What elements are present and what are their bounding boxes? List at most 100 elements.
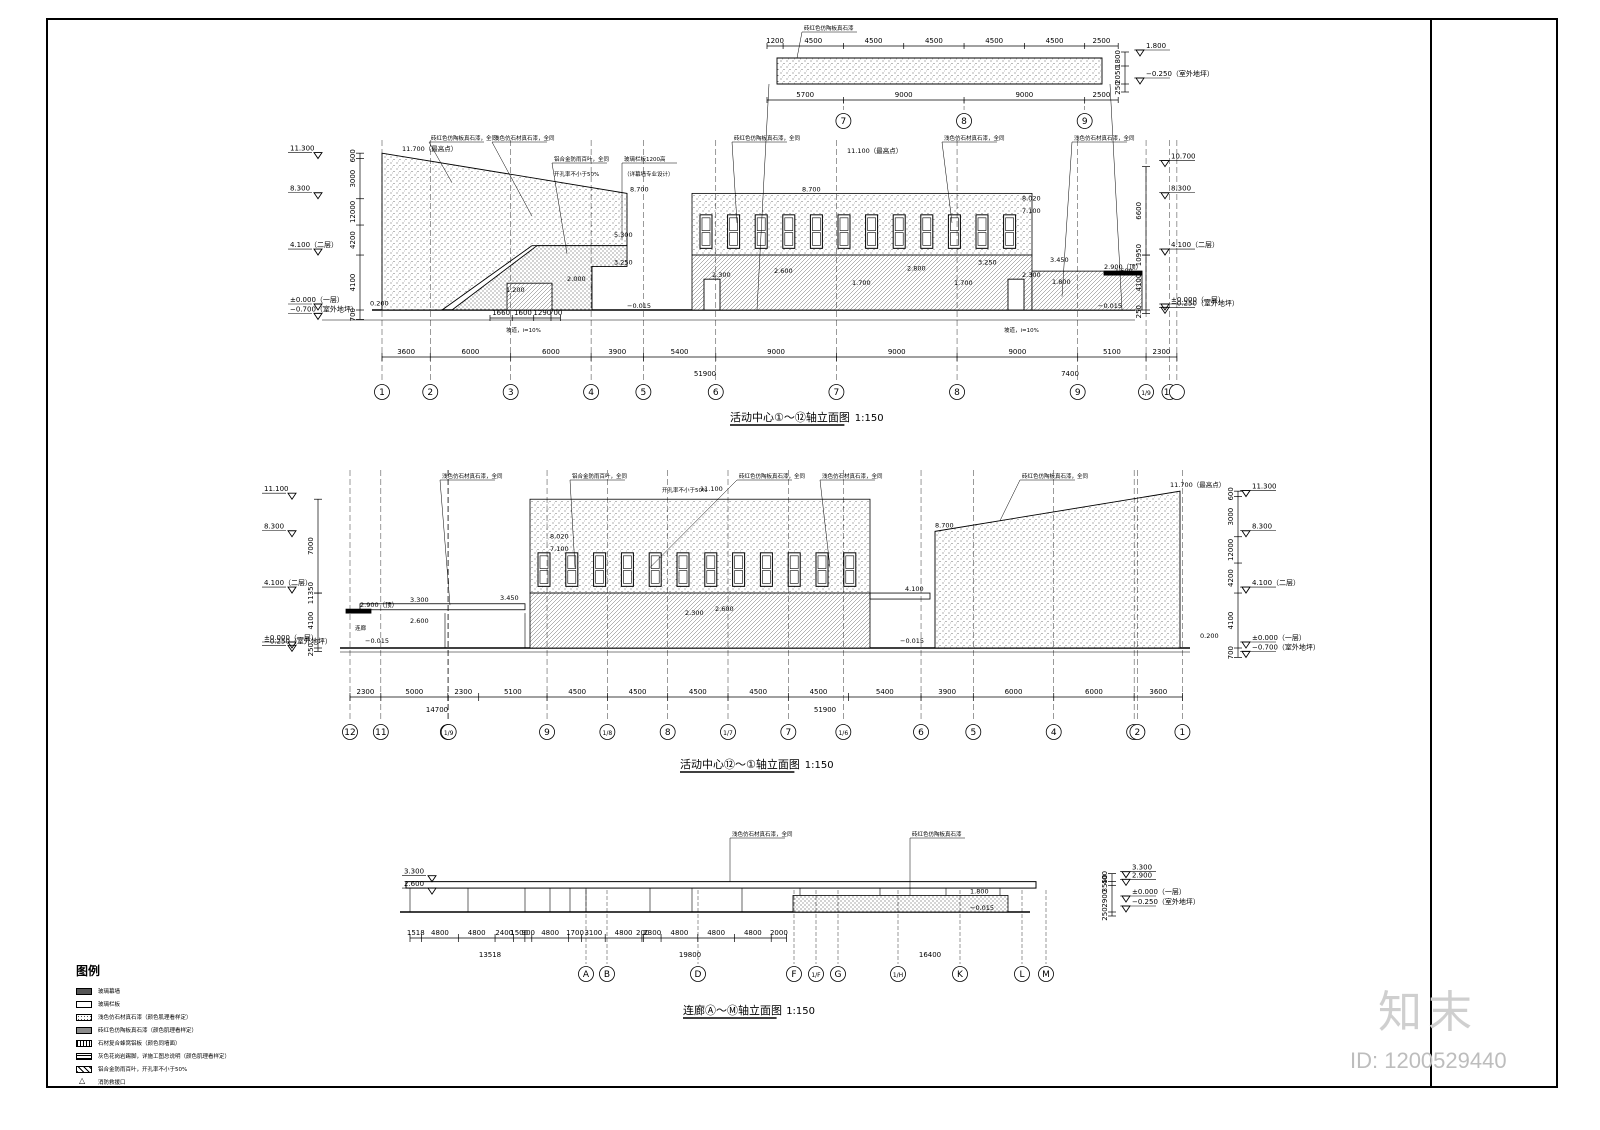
note-leader xyxy=(999,479,1021,521)
axis-label: D xyxy=(695,970,702,980)
window xyxy=(947,214,961,249)
level-value: 2.600 xyxy=(1114,267,1133,275)
window xyxy=(676,552,690,587)
axis-label: 2 xyxy=(1135,728,1141,738)
window-pane xyxy=(539,555,549,569)
level-value: 11.100 xyxy=(700,485,723,493)
corridor-elevation xyxy=(1031,270,1143,311)
window xyxy=(892,214,906,249)
axis-bubble xyxy=(835,724,852,740)
note-leader xyxy=(649,479,738,568)
dimension-value: 700 xyxy=(349,308,357,321)
dimension-total: 51900 xyxy=(814,706,836,714)
level-value: −0.015 xyxy=(970,904,994,912)
window xyxy=(843,552,857,587)
axis-bubble xyxy=(659,724,676,740)
entrance-door xyxy=(703,278,721,311)
note-text: 砖红色仿陶板真石漆，全同 xyxy=(734,134,801,142)
level-value: 1.800 xyxy=(970,887,989,895)
level-value: 5.300 xyxy=(614,231,633,239)
level-value: 4.100 xyxy=(905,585,924,593)
dimension-value: 250 xyxy=(1135,305,1143,318)
legend-item: 石材复合蜂窝铝板（颜色同墙面） xyxy=(76,1037,316,1049)
axis-bubble xyxy=(342,724,358,740)
window-pane xyxy=(845,570,855,584)
dimension-value: 3100 xyxy=(584,929,602,937)
level-triangle xyxy=(1241,530,1251,538)
window-pane xyxy=(706,555,716,569)
axis-bubble xyxy=(707,384,724,400)
axis-bubble xyxy=(786,966,802,982)
dimension-total: 19800 xyxy=(679,951,701,959)
dimension-value: 3000 xyxy=(349,170,357,188)
dimension-value: 2300 xyxy=(643,929,661,937)
window xyxy=(865,214,879,249)
note-text: 砖红色仿陶板真石漆，全同 xyxy=(431,134,498,142)
level-value: 2.600 xyxy=(410,617,429,625)
window xyxy=(732,552,746,587)
level-value: ±0.000（一层） xyxy=(1171,296,1225,304)
dimension-value: 1800 xyxy=(1114,50,1122,68)
dimension-value: 3900 xyxy=(608,348,626,356)
dimension-value: 3600 xyxy=(397,348,415,356)
dimension-value: 250 xyxy=(307,643,315,656)
axis-bubble xyxy=(965,724,982,740)
axis-bubble xyxy=(890,966,906,982)
axis-label: 9 xyxy=(1082,117,1088,127)
axis-label: 3 xyxy=(508,388,514,398)
dimension-value: 3550 xyxy=(1101,875,1109,893)
level-value: 11.700（最高点） xyxy=(402,144,457,153)
legend-label: 铝合金防雨百叶，开孔率不小于50% xyxy=(98,1067,188,1073)
brick-screen-wall xyxy=(792,895,1009,913)
level-value: ±0.000（一层） xyxy=(264,634,318,642)
level-triangle xyxy=(427,887,437,895)
window xyxy=(593,552,607,587)
window-pane xyxy=(623,570,632,584)
axis-bubble xyxy=(599,724,616,740)
window-pane xyxy=(729,217,738,231)
dimension-value: 1660 xyxy=(492,309,510,317)
level-value: −0.015 xyxy=(365,637,389,645)
hall-lower-facade xyxy=(691,254,1033,311)
dimension-value: 9000 xyxy=(888,348,906,356)
elevation-1-axis-1-12: 1234567891/91036006000600039005400900090… xyxy=(288,24,1239,426)
note-text: 铝合金防雨百叶，全同 xyxy=(572,472,628,480)
legend-label: 石材复合蜂窝铝板（颜色同墙面） xyxy=(98,1041,181,1047)
legend-label: 玻璃幕墙 xyxy=(98,989,121,995)
level-value: ±0.000（一层） xyxy=(1132,888,1186,896)
dimension-value: 6000 xyxy=(542,348,560,356)
axis-label: K xyxy=(957,970,964,980)
material-note: 砖红色仿陶板真石漆 xyxy=(796,24,857,59)
dimension-value: 4500 xyxy=(689,688,707,696)
axis-bubble xyxy=(808,966,824,982)
level-value: 11.300 xyxy=(290,145,315,153)
window-pane xyxy=(867,232,876,246)
dimension-value: 400 xyxy=(1101,871,1109,884)
level-mark: ±0.000（一层） xyxy=(1120,888,1186,903)
window-pane xyxy=(1005,232,1014,246)
view-scale: 1:150 xyxy=(805,760,834,771)
dimension-total: 14700 xyxy=(426,706,448,714)
elevation-3-corridor-a-m: 3.3002.6003.3002.900±0.000（一层）−0.250（室外地… xyxy=(400,830,1200,1019)
window xyxy=(920,214,934,249)
drawing-id: ID: 1200529440 xyxy=(1350,1048,1507,1073)
level-value: 3.300 xyxy=(1132,864,1152,872)
axis-bubble xyxy=(949,384,965,400)
window xyxy=(648,552,662,587)
axis-label: 1/6 xyxy=(838,730,848,737)
window-pane xyxy=(817,555,827,569)
dimension-value: 1200 xyxy=(766,37,784,45)
dimension-value: 4800 xyxy=(541,929,559,937)
axis-bubble xyxy=(635,384,652,400)
level-triangle xyxy=(1121,905,1131,913)
legend-item: 砖红色仿陶板真石漆（颜色肌理看样定） xyxy=(76,1024,316,1036)
axis-bubble xyxy=(599,966,615,982)
dimension-value: 600 xyxy=(349,149,357,162)
axis-bubble xyxy=(835,113,852,129)
level-mark: 11.300 xyxy=(288,145,323,160)
window-pane xyxy=(839,217,849,231)
window-pane xyxy=(784,232,794,246)
window-pane xyxy=(650,555,660,569)
